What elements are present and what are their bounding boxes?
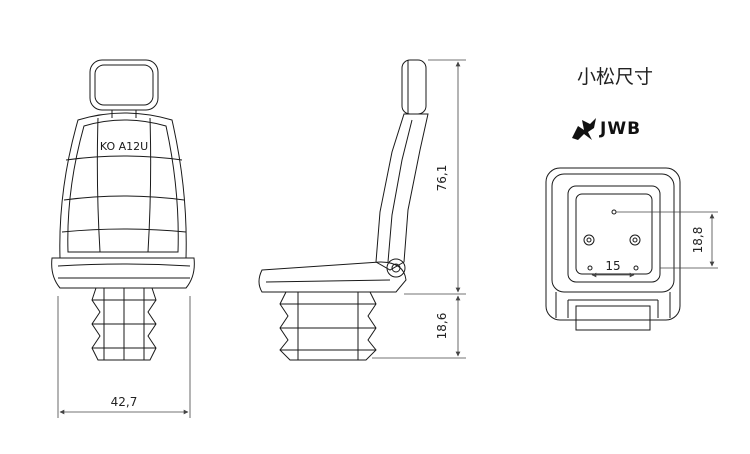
mount-horizontal-label: 15: [605, 259, 620, 273]
overall-height-label: 76,1: [435, 165, 449, 192]
front-cushion: [51, 257, 195, 289]
page-title: 小松尺寸: [576, 66, 653, 88]
front-view: [51, 59, 195, 361]
base-mount-view: [545, 167, 681, 331]
front-headrest: [89, 59, 159, 111]
mount-hole-bottom-right: [633, 265, 639, 271]
side-view: [258, 59, 429, 361]
base-height-label: 18,6: [435, 313, 449, 340]
mount-spacing-dimensions: [591, 211, 718, 278]
base-inner-plate: [567, 185, 661, 283]
brand-name: JWB: [600, 119, 642, 139]
width-label: 42,7: [111, 395, 138, 409]
front-backrest: [59, 112, 187, 259]
mount-vertical-label: 18,8: [691, 227, 705, 254]
mount-hole-right: [629, 234, 641, 246]
width-dimension: [57, 296, 191, 418]
side-bellows: [279, 291, 377, 361]
front-bellows: [91, 287, 157, 361]
side-backrest: [375, 113, 429, 271]
mount-hole-left: [583, 234, 595, 246]
mount-hole-bottom-left: [587, 265, 593, 271]
backrest-embossed-text: KO A12U: [100, 140, 148, 153]
hinge-knob: [386, 258, 406, 278]
height-dimensions: [372, 59, 466, 359]
jwb-logo-icon: [572, 118, 596, 140]
side-headrest: [401, 59, 427, 115]
brand-logo: JWB: [570, 116, 670, 144]
side-cushion: [258, 261, 407, 293]
base-outer-frame: [545, 167, 681, 321]
mount-hole-top: [611, 209, 617, 215]
